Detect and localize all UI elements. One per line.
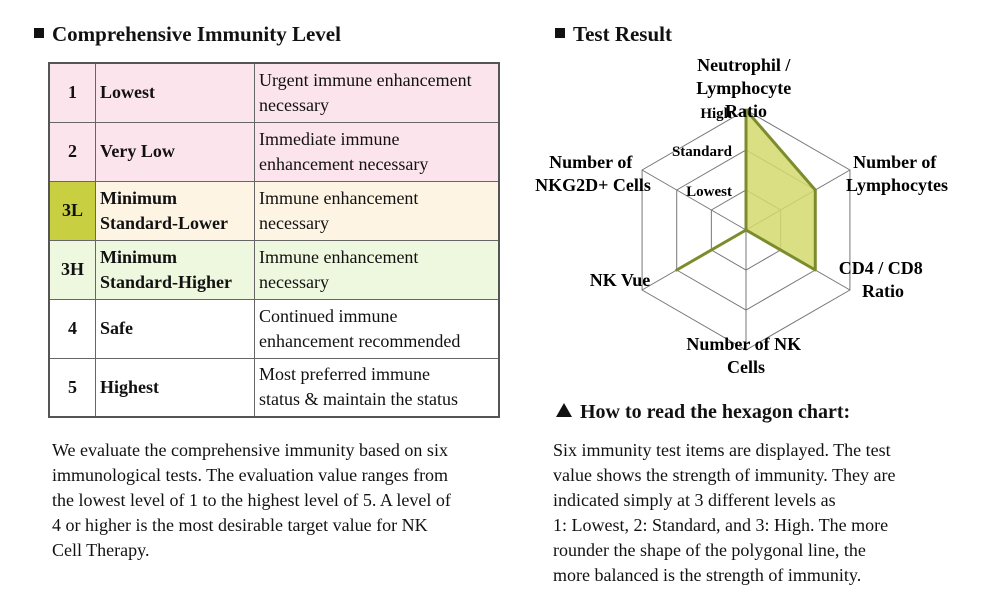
level-description-cell: Immune enhancement necessary: [254, 239, 500, 300]
immunity-level-table: 1 Lowest Urgent immune enhancement necess…: [48, 62, 500, 418]
table-row: 1 Lowest Urgent immune enhancement necess…: [48, 62, 500, 123]
level-description-cell: Most preferred immune status & maintain t…: [254, 357, 500, 418]
table-row: 2 Very Low Immediate immune enhancement n…: [48, 121, 500, 182]
axis-label-neutrophil-lymphocyte-ratio: Neutrophil / Lymphocyte Ratio: [696, 55, 796, 121]
description-line: necessary: [259, 271, 329, 292]
hexagon-spoke: [641, 169, 747, 231]
ring-labels: High Standard Lowest: [672, 106, 733, 200]
level-name-cell: Very Low: [95, 121, 255, 182]
ring-label-standard: Standard: [672, 144, 733, 160]
level-cell: 2: [48, 121, 96, 182]
paragraph-line: the lowest level of 1 to the highest lev…: [52, 490, 451, 510]
level-name-cell: Safe: [95, 298, 255, 359]
heading-text: Test Result: [573, 22, 672, 46]
heading-text: How to read the hexagon chart:: [580, 401, 851, 423]
level-description-cell: Urgent immune enhancement necessary: [254, 62, 500, 123]
axis-label-line: NKG2D+ Cells: [535, 175, 651, 195]
description-line: Most preferred immune: [259, 364, 430, 385]
axis-label-line: Lymphocytes: [846, 175, 948, 195]
description-line: necessary: [259, 94, 329, 115]
paragraph-line: 1: Lowest, 2: Standard, and 3: High. The…: [553, 515, 889, 535]
level-description-cell: Immune enhancement necessary: [254, 180, 500, 241]
level-name: Safe: [100, 318, 133, 338]
evaluation-paragraph: We evaluate the comprehensive immunity b…: [52, 438, 502, 563]
axis-label-number-of-nkg2d-cells: Number of NKG2D+ Cells: [535, 152, 651, 195]
paragraph-line: value shows the strength of immunity. Th…: [553, 465, 896, 485]
test-result-heading: Test Result: [555, 22, 672, 46]
description-line: Continued immune: [259, 305, 398, 326]
level-name: Minimum: [100, 246, 178, 267]
description-line: enhancement recommended: [259, 330, 461, 351]
level-name-cell: Lowest: [95, 62, 255, 123]
axis-label-line: Neutrophil /: [697, 55, 791, 75]
description-line: Immediate immune: [259, 128, 400, 149]
description-line: Immune enhancement: [259, 246, 419, 267]
axis-label-number-of-lymphocytes: Number of Lymphocytes: [846, 152, 948, 195]
axis-label-line: Ratio: [725, 101, 767, 121]
square-bullet-icon: [555, 28, 565, 38]
paragraph-line: We evaluate the comprehensive immunity b…: [52, 440, 448, 460]
paragraph-line: Cell Therapy.: [52, 540, 150, 560]
paragraph-line: rounder the shape of the polygonal line,…: [553, 540, 866, 560]
paragraph-line: 4 or higher is the most desirable target…: [52, 515, 428, 535]
axis-label-number-of-nk-cells: Number of NK Cells: [686, 334, 805, 377]
ring-label-lowest: Lowest: [686, 184, 732, 200]
description-line: Immune enhancement: [259, 187, 419, 208]
square-bullet-icon: [34, 28, 44, 38]
level-cell: 4: [48, 298, 96, 359]
level-description-cell: Continued immune enhancement recommended: [254, 298, 500, 359]
paragraph-line: Six immunity test items are displayed. T…: [553, 440, 891, 460]
description-line: necessary: [259, 212, 329, 233]
level-cell: 1: [48, 62, 96, 123]
description-line: enhancement necessary: [259, 153, 429, 174]
description-line: Urgent immune enhancement: [259, 69, 472, 90]
paragraph-line: more balanced is the strength of immunit…: [553, 565, 862, 585]
level-name: Lowest: [100, 82, 155, 103]
how-to-read-heading: How to read the hexagon chart:: [556, 400, 850, 424]
level-name: Very Low: [100, 141, 175, 161]
comprehensive-immunity-heading: Comprehensive Immunity Level: [34, 22, 341, 46]
how-to-read-paragraph: Six immunity test items are displayed. T…: [553, 438, 973, 588]
level-cell: 5: [48, 357, 96, 418]
table-row: 5 Highest Most preferred immune status & …: [48, 357, 500, 418]
axis-label-line: Cells: [727, 357, 765, 377]
level-description-cell: Immediate immune enhancement necessary: [254, 121, 500, 182]
paragraph-line: immunological tests. The evaluation valu…: [52, 465, 449, 485]
axis-label-line: CD4 / CD8: [839, 258, 923, 278]
description-line: status & maintain the status: [259, 389, 458, 410]
axis-label-line: Number of NK: [686, 334, 801, 354]
axis-label-line: Number of: [549, 152, 633, 172]
axis-label-cd4-cd8-ratio: CD4 / CD8 Ratio: [839, 258, 928, 301]
level-name: Standard-Lower: [100, 212, 229, 233]
level-name: Standard-Higher: [100, 271, 233, 292]
axis-labels: Neutrophil / Lymphocyte Ratio Number of …: [535, 55, 948, 377]
level-cell: 3H: [48, 239, 96, 300]
heading-text: Comprehensive Immunity Level: [52, 22, 341, 46]
hexagon-chart: High Standard Lowest Neutrophil / Lympho…: [535, 55, 948, 377]
level-name: Highest: [100, 376, 160, 397]
axis-label-nk-vue: NK Vue: [590, 270, 651, 290]
table-row: 4 Safe Continued immune enhancement recom…: [48, 298, 500, 359]
triangle-bullet-icon: [556, 403, 572, 417]
level-name: Minimum: [100, 187, 178, 208]
result-polygon: [675, 108, 817, 272]
axis-label-line: Ratio: [862, 281, 904, 301]
ring-label-high: High: [700, 106, 732, 122]
axis-label-line: NK Vue: [590, 270, 651, 290]
axis-label-line: Lymphocyte: [696, 78, 791, 98]
paragraph-line: indicated simply at 3 different levels a…: [553, 490, 836, 510]
axis-label-line: Number of: [853, 152, 937, 172]
level-cell: 3L: [48, 180, 96, 241]
level-name-cell: Highest: [95, 357, 255, 418]
